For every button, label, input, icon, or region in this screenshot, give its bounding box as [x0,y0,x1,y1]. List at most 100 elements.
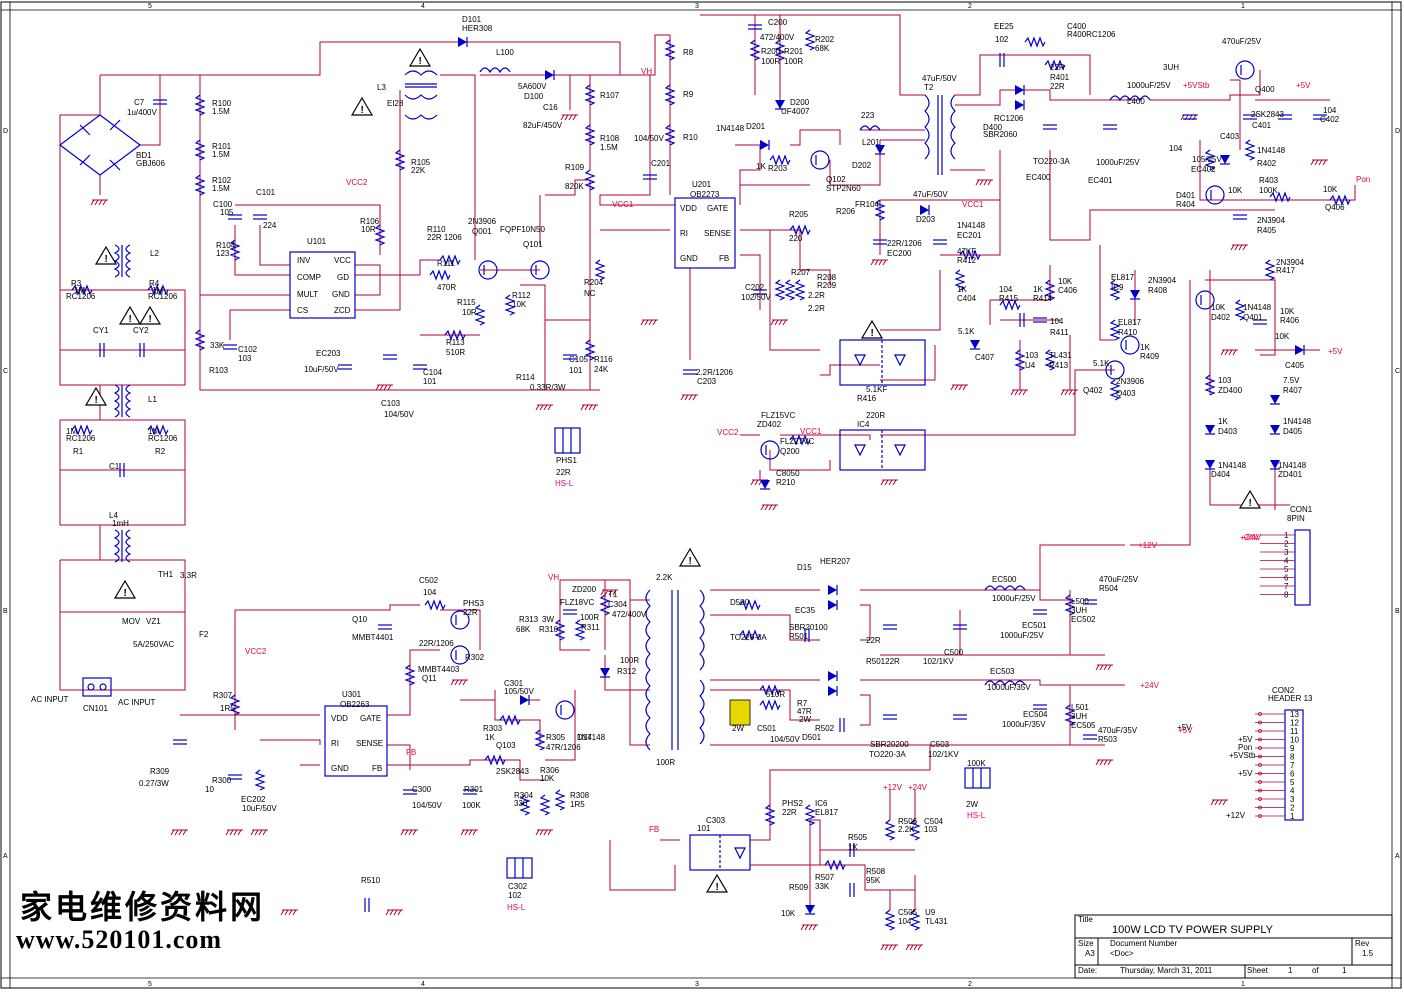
component-label: R417 [1276,266,1296,275]
watermark-url: www.520101.com [16,925,222,954]
component-label: 510R [446,348,465,357]
component-label: R404 [1176,200,1196,209]
svg-text:of: of [1312,966,1319,975]
svg-text:VDD: VDD [331,714,348,723]
warning-icon [138,305,162,325]
component-label: SBR2060 [983,130,1018,139]
component-label: 1K [756,162,766,171]
con1-pin: 1 [1284,531,1289,540]
net-label: VCC2 [717,428,739,437]
component-label: 3.3R [180,571,197,580]
component-label: D405 [1283,427,1303,436]
component-label: 103 [924,825,938,834]
component-label: R114 [516,373,535,382]
svg-text:!: ! [871,328,874,339]
component-label: R506 [898,817,918,826]
component-label: 1N4148 [1283,417,1312,426]
component-label: 102 [508,891,522,900]
svg-text:Size: Size [1078,939,1094,948]
component-label: C401 [1252,121,1272,130]
component-label: 5.1K [958,327,975,336]
component-label: R408 [1148,286,1168,295]
component-label: HER308 [462,24,493,33]
frame-row-letter: B [3,608,8,615]
component-label: TL431 [1049,351,1072,360]
component-label: 470R [437,283,456,292]
component-label: 1R5 [570,800,585,809]
component-label: 1.5M [600,143,618,152]
component-label: C100 [213,200,233,209]
component-label: R207 [791,268,811,277]
capacitors [99,24,1327,912]
component-label: 105/25V [1192,155,1222,164]
component-label: 5.1KF [866,385,887,394]
component-label: L3 [377,83,386,92]
component-label: R201 [784,47,804,56]
component-label: 104/50V [634,134,664,143]
component-label: R403 [1259,176,1279,185]
warning-icon [84,386,108,406]
component-label: 10K [512,300,527,309]
component-label: C200 [768,18,788,27]
page-title: 100W LCD TV POWER SUPPLY [1112,924,1274,936]
u201-part: OB2273 [690,190,720,199]
component-label: R112 [512,291,531,300]
component-label: R8 [683,48,694,57]
component-label: C400 [1067,22,1087,31]
component-label: R510 [361,876,381,885]
svg-text:1.5: 1.5 [1362,949,1374,958]
component-label: 10K [540,774,555,783]
component-label: 1mH [112,519,129,528]
u101-pin-gd: GD [337,273,349,282]
component-label: R204 [584,278,604,287]
component-label: R307 [213,691,233,700]
heatsinks [506,427,991,879]
component-label: R416 [857,394,877,403]
component-label: R109 [565,163,585,172]
component-label: R414 [1033,294,1053,303]
con2-net: +5V [1238,769,1253,778]
frame-col-number: 2 [968,981,972,988]
component-label: R311 [581,623,600,632]
component-label: 10K [0,0,15,2]
transformer-t2 [924,94,956,175]
component-label: 100K [1259,186,1278,195]
component-label: 2N3904 [1276,258,1305,267]
component-label: C104 [423,368,443,377]
u101-pin-inv: INV [297,256,311,265]
net-label: +5V [1296,81,1311,90]
frame-col-number: 4 [421,3,425,10]
component-label: R4 [149,279,160,288]
component-label: 33K [815,882,830,891]
component-label: D17 [577,733,592,742]
component-label: 472/400V [760,33,795,42]
component-label: 1R5 [220,704,235,713]
svg-text:1: 1 [1342,966,1347,975]
component-label: D15 [797,563,812,572]
component-label: L400 [1127,97,1145,106]
component-label: R409 [1140,352,1160,361]
frame-row-letter: C [1395,368,1400,375]
component-label: 3UH [1071,606,1087,615]
svg-text:!: ! [95,395,98,406]
component-label: 2.2R [808,291,825,300]
component-label: 104 [1169,144,1183,153]
component-label: U4 [1025,361,1036,370]
component-label: 1000uF/35V [1002,720,1046,729]
component-label: 103 [1218,376,1232,385]
component-label: 470uF/35V [1098,726,1138,735]
component-label: 10K [781,909,796,918]
component-label: 47uF/50V [922,74,957,83]
component-label: Q401 [1243,313,1263,322]
transformer-t1 [645,589,705,751]
component-label: HER207 [820,557,851,566]
svg-text:!: ! [105,254,108,265]
component-label: R1 [73,447,84,456]
component-label: 1K [1033,285,1043,294]
component-label: R302 [465,653,485,662]
frame-row-letter: D [3,128,8,135]
component-label: Q101 [523,240,543,249]
u101-pin-vcc: VCC [334,256,351,265]
component-label: 1M [152,286,163,295]
